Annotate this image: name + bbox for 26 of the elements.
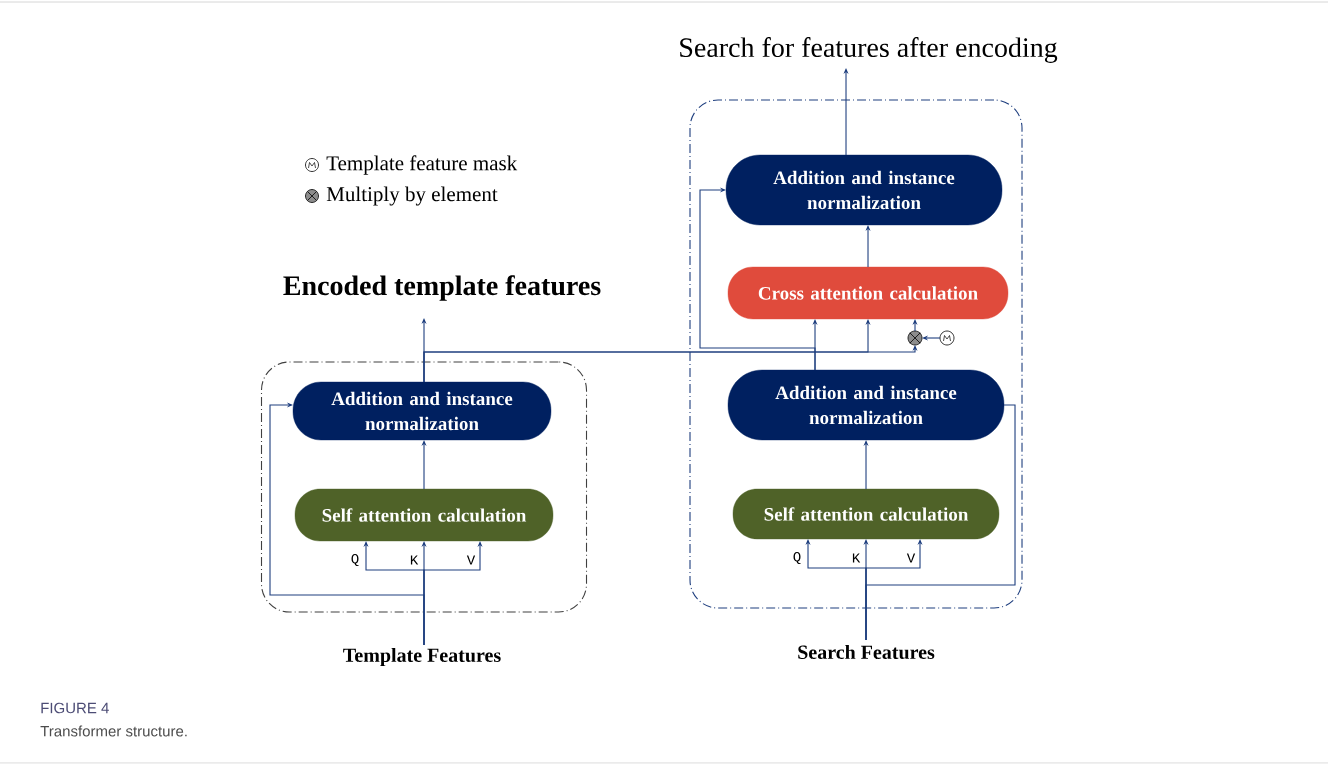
process-box: Cross attention calculation — [727, 266, 1009, 320]
process-box: Addition and instance normalization — [727, 369, 1005, 441]
figure-number: FIGURE 4 — [41, 702, 109, 714]
edge-label: K — [851, 552, 861, 564]
output-label: Search for features after encoding — [680, 37, 1058, 63]
process-box: Addition and instance normalization — [725, 154, 1003, 226]
output-label: Encoded template features — [283, 275, 601, 301]
process-box: Self attention calculation — [294, 488, 554, 542]
process-box: Addition and instance normalization — [292, 381, 552, 441]
legend-label: Multiply by element — [326, 186, 498, 206]
edge-label: Q — [350, 553, 360, 567]
group-frame — [260, 361, 588, 613]
edge-label: K — [409, 554, 419, 566]
edge-label: Q — [792, 551, 802, 565]
edge-label: V — [466, 554, 476, 566]
input-label: Search Features — [798, 644, 935, 660]
legend-label: Template feature mask — [326, 155, 518, 175]
arrow — [269, 402, 425, 646]
group-frame — [689, 99, 1023, 609]
multiply-symbol — [907, 330, 923, 346]
mask-symbol — [939, 330, 955, 346]
process-box: Self attention calculation — [732, 488, 1000, 540]
arrow — [699, 187, 816, 371]
input-label: Template Features — [343, 647, 501, 667]
edge-label: V — [906, 552, 916, 564]
caption: Transformer structure. — [40, 725, 187, 737]
